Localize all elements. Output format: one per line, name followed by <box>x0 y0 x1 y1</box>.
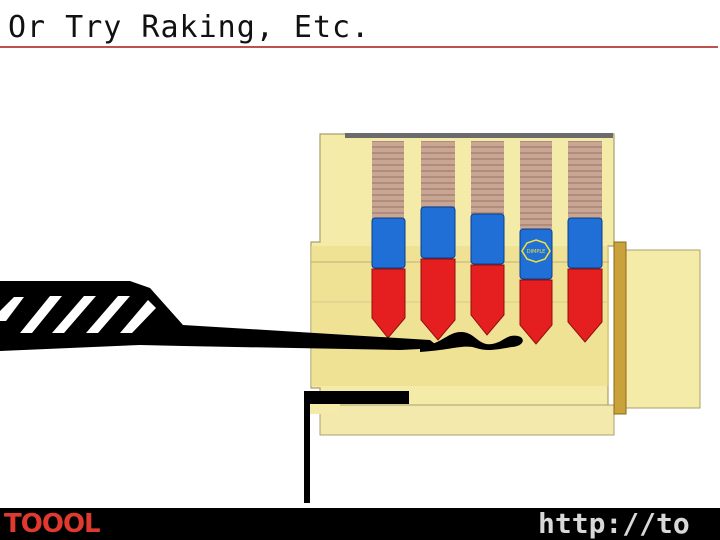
spring-2 <box>421 141 455 208</box>
key-pin-4 <box>519 279 553 345</box>
pin-springs <box>372 141 602 229</box>
key-pin-1 <box>371 268 406 339</box>
slide-title: Or Try Raking, Etc. <box>8 10 371 45</box>
tension-wrench <box>304 391 409 503</box>
spring-3 <box>471 141 504 215</box>
toool-logo: TOOOL <box>4 509 101 539</box>
driver-pin-2 <box>420 206 456 259</box>
title-underline <box>0 46 718 48</box>
rake-pick <box>0 281 523 352</box>
brass-strip <box>613 241 627 415</box>
key-pin-5 <box>567 268 603 343</box>
key-pin-3 <box>470 264 505 336</box>
pin-stamp-badge: DIMPLE <box>521 239 551 263</box>
spring-1 <box>372 141 404 219</box>
rake-handle <box>0 281 440 351</box>
pin-stamp-text: DIMPLE <box>527 249 546 255</box>
driver-pin-5 <box>567 217 603 269</box>
key-pins <box>371 258 603 345</box>
key-pin-2 <box>420 258 456 341</box>
rake-handle-grip <box>0 296 156 333</box>
rake-tip <box>420 331 523 352</box>
cylinder-plug <box>311 246 609 386</box>
footer-url-link[interactable]: http://to <box>538 508 690 540</box>
driver-pin-1 <box>371 217 406 269</box>
spring-4 <box>520 141 552 229</box>
footer-bar: TOOOL http://to <box>0 508 720 540</box>
spring-5 <box>568 141 602 219</box>
lock-cylinder-diagram: DIMPLE <box>0 133 701 503</box>
driver-pin-3 <box>470 213 505 265</box>
